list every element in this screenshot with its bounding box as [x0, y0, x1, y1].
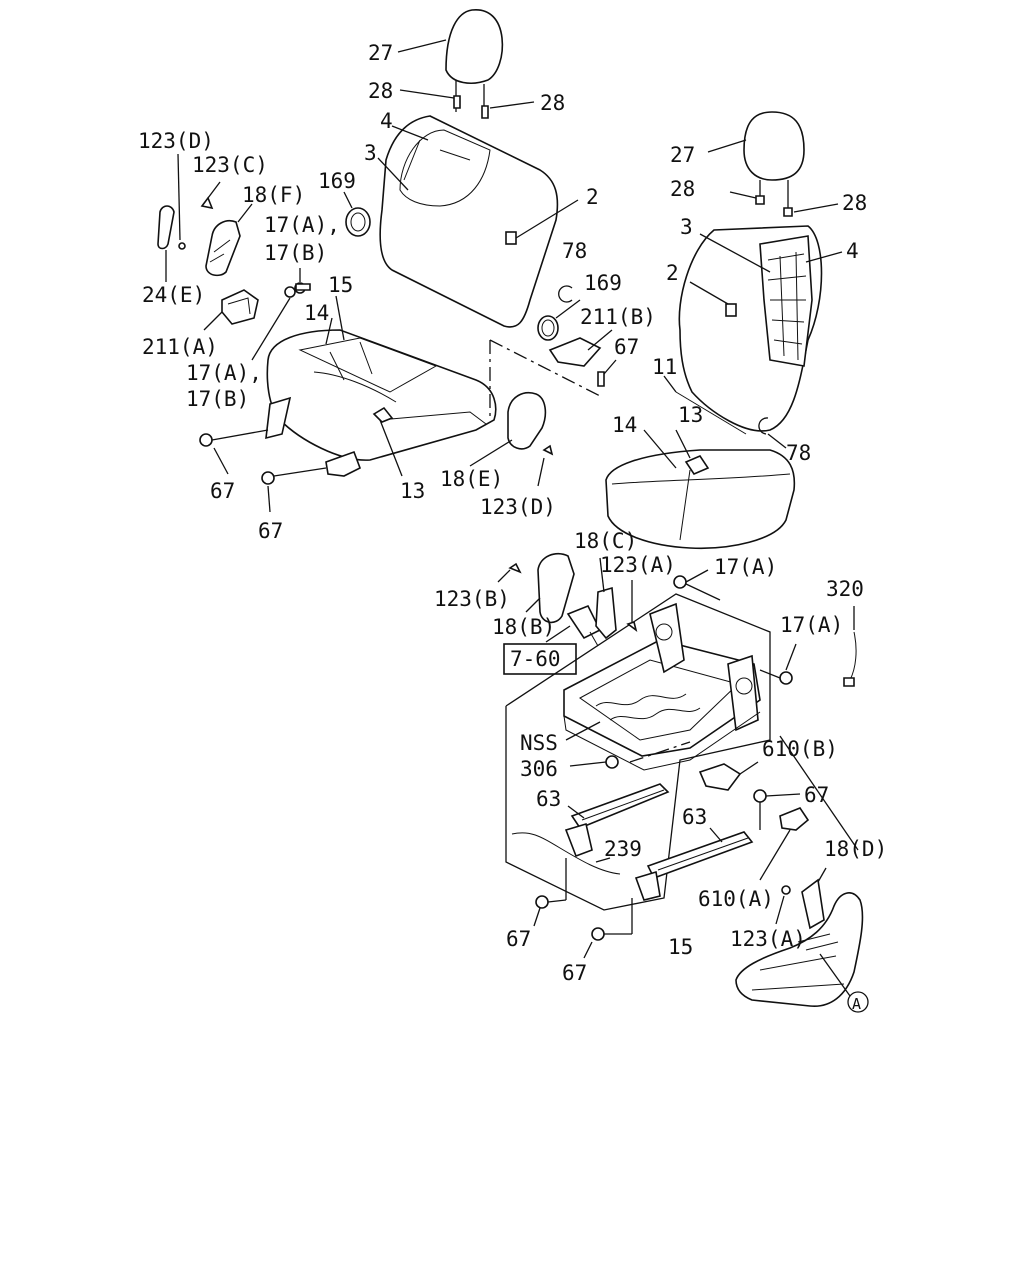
left-headrest — [397, 9, 504, 118]
callout-labels: 27 28 28 4 3 169 2 123(D) 123(C) 18(F) 1… — [138, 41, 887, 1013]
label-13-left: 13 — [400, 479, 425, 503]
right-seat-back — [678, 225, 843, 432]
cover-610b — [698, 761, 759, 791]
left-hinge-brackets — [199, 396, 362, 513]
bracket-211b — [548, 329, 617, 387]
label-78-right: 78 — [786, 441, 811, 465]
cover-18b — [497, 552, 575, 624]
label-67-left-a: 67 — [210, 479, 235, 503]
label-123d-top: 123(D) — [138, 129, 214, 153]
label-18f: 18(F) — [242, 183, 305, 207]
label-18e: 18(E) — [440, 467, 503, 491]
label-67-frame: 67 — [804, 783, 829, 807]
label-14-right: 14 — [612, 413, 637, 437]
right-frame-wire-11 — [663, 375, 787, 449]
seat-frame-outline — [505, 593, 771, 911]
label-4-left: 4 — [380, 109, 393, 133]
label-17b-mid: 17(B) — [186, 387, 249, 411]
label-11: 11 — [652, 355, 677, 379]
bracket-211a — [203, 289, 259, 331]
frame-callout-lines — [565, 721, 691, 769]
label-27-left: 27 — [368, 41, 393, 65]
bolts-17ab — [251, 268, 311, 361]
rail-63-right — [634, 827, 754, 901]
left-trim-ring-169 — [343, 191, 371, 237]
label-78-center: 78 — [562, 239, 587, 263]
label-17a-frame-right: 17(A) — [780, 613, 843, 637]
label-610b: 610(B) — [762, 737, 838, 761]
label-28-left-a: 28 — [368, 79, 393, 103]
label-123b: 123(B) — [434, 587, 510, 611]
bolt-17a-top — [673, 569, 721, 601]
clip-78-and-ring-169 — [537, 285, 581, 341]
right-headrest — [707, 111, 805, 208]
label-2-left: 2 — [586, 185, 599, 209]
bolt-17a-right — [759, 643, 797, 685]
label-28-left-b: 28 — [540, 91, 565, 115]
label-211b: 211(B) — [580, 305, 656, 329]
label-67-bottom-a: 67 — [506, 927, 531, 951]
label-67-center: 67 — [614, 335, 639, 359]
bolt-67-right — [753, 789, 801, 830]
label-123d-center: 123(D) — [480, 495, 556, 519]
label-306: 306 — [520, 757, 558, 781]
cable-320 — [843, 606, 857, 687]
label-18c: 18(C) — [574, 529, 637, 553]
left-seat-back — [377, 115, 579, 328]
label-7-60: 7-60 — [510, 647, 561, 671]
wire-239 — [511, 832, 621, 875]
label-15-bottom: 15 — [668, 935, 693, 959]
cover-610a — [759, 807, 810, 881]
label-14-left: 14 — [304, 301, 329, 325]
clip-24e — [157, 153, 186, 282]
label-211a: 211(A) — [142, 335, 218, 359]
label-239: 239 — [604, 837, 642, 861]
trim-cover-a — [735, 735, 869, 1013]
right-headrest-guides — [729, 191, 839, 217]
label-15-left: 15 — [328, 273, 353, 297]
label-3-left: 3 — [364, 141, 377, 165]
label-18b: 18(B) — [492, 615, 555, 639]
label-63-right: 63 — [682, 805, 707, 829]
seat-frame — [563, 602, 761, 771]
label-320: 320 — [826, 577, 864, 601]
label-610a: 610(A) — [698, 887, 774, 911]
label-169-center: 169 — [584, 271, 622, 295]
label-28-right-a: 28 — [670, 177, 695, 201]
label-17a-top: 17(A), — [264, 213, 340, 237]
label-nss: NSS — [520, 731, 558, 755]
label-24e: 24(E) — [142, 283, 205, 307]
right-seat-cushion — [605, 429, 796, 550]
cover-18f — [205, 203, 253, 277]
label-17a-frame-top: 17(A) — [714, 555, 777, 579]
label-123c: 123(C) — [192, 153, 268, 177]
left-seat-cushion — [266, 295, 497, 477]
label-67-left-b: 67 — [258, 519, 283, 543]
bolts-67-bottom — [533, 858, 633, 959]
clip-123c — [200, 181, 221, 210]
label-17a-mid: 17(A), — [186, 361, 262, 385]
bracket-18c — [595, 557, 638, 640]
label-2-right: 2 — [666, 261, 679, 285]
label-13-right: 13 — [678, 403, 703, 427]
reference-box-7-60 — [503, 643, 577, 675]
label-17b-top: 17(B) — [264, 241, 327, 265]
label-3-right: 3 — [680, 215, 693, 239]
label-169-left: 169 — [318, 169, 356, 193]
label-123a-bottom: 123(A) — [730, 927, 806, 951]
label-a-circle: A — [852, 995, 861, 1013]
label-63-left: 63 — [536, 787, 561, 811]
rail-63-left — [564, 783, 670, 858]
label-123a-top: 123(A) — [600, 553, 676, 577]
label-27-right: 27 — [670, 143, 695, 167]
left-headrest-guides — [399, 89, 535, 119]
label-4-right: 4 — [846, 239, 859, 263]
label-28-right-b: 28 — [842, 191, 867, 215]
cover-18e — [469, 392, 554, 487]
label-18d: 18(D) — [824, 837, 887, 861]
assembly-dash-left — [489, 339, 601, 420]
label-67-bottom-b: 67 — [562, 961, 587, 985]
